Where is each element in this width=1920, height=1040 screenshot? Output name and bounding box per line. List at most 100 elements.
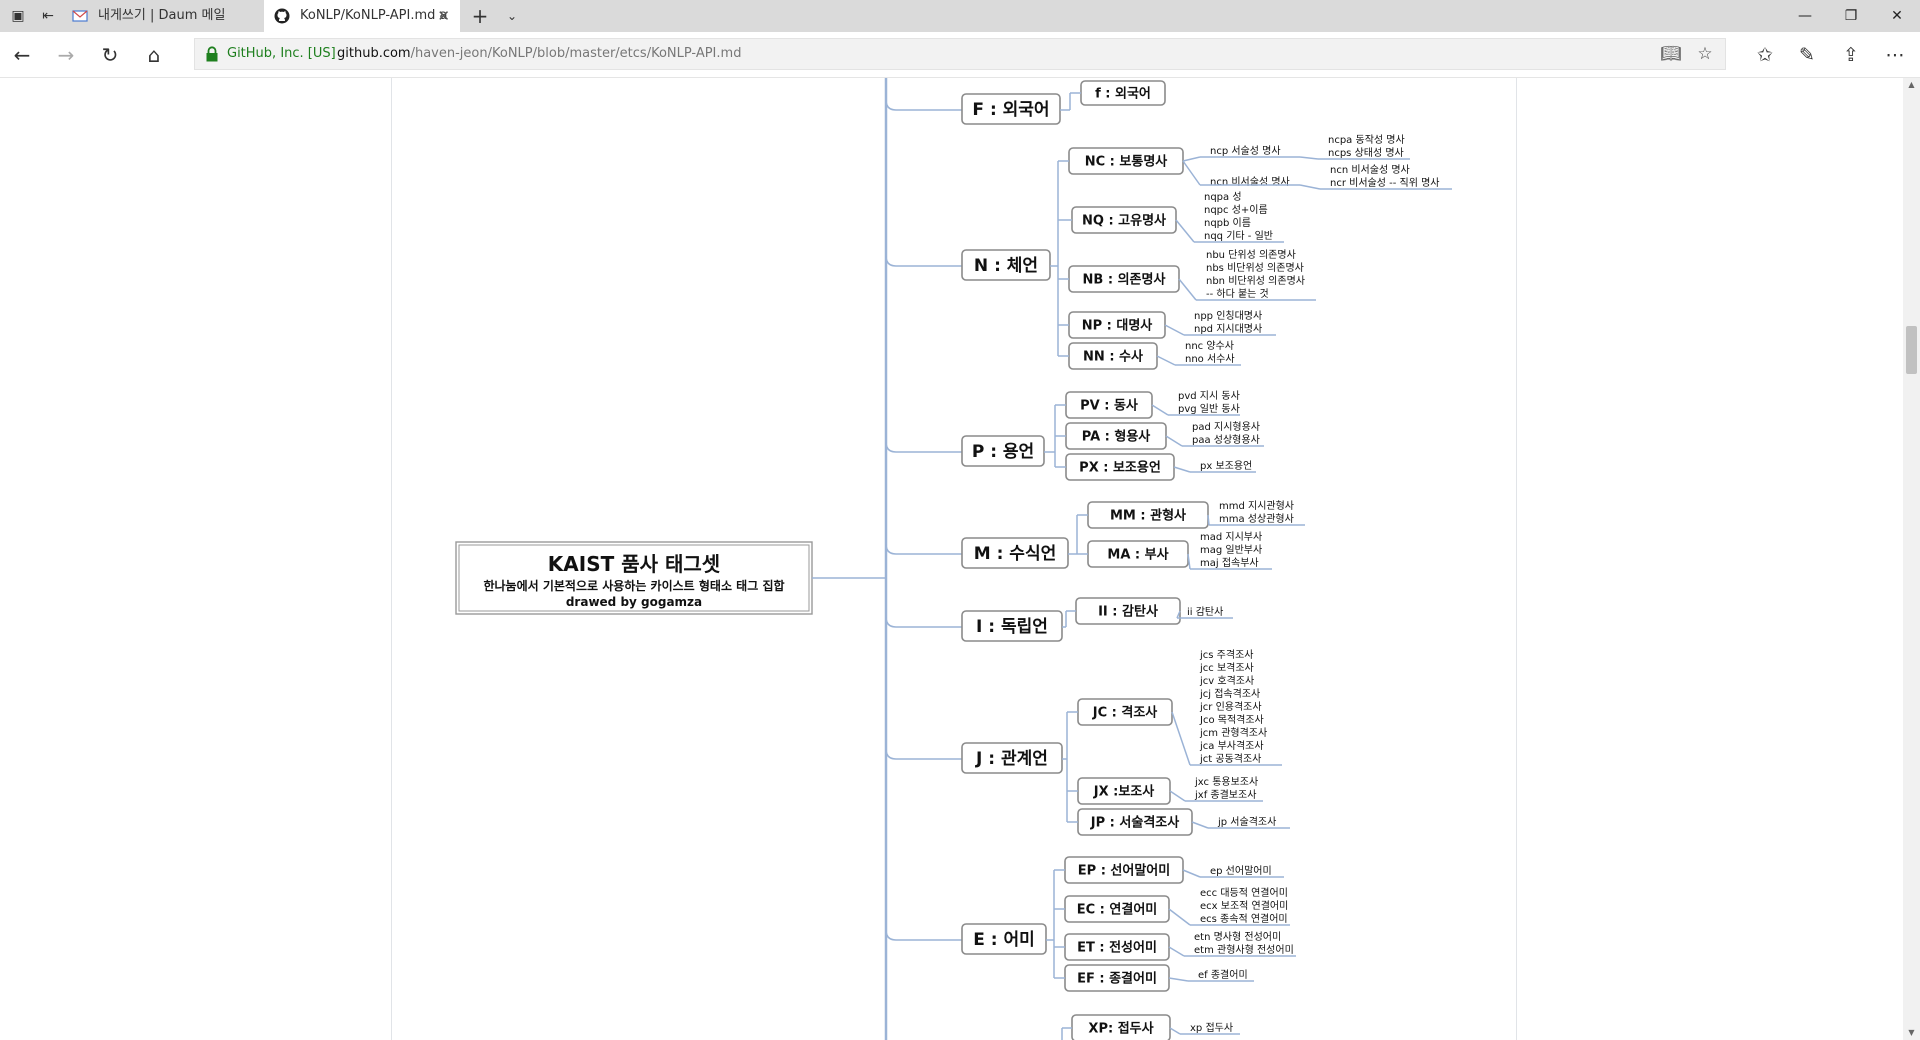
forward-icon[interactable]: → <box>57 43 75 67</box>
reading-view-icon[interactable]: 📖︎ <box>1660 44 1682 64</box>
tag-text: jca 부사격조사 <box>1199 739 1264 752</box>
home-icon[interactable]: ⌂ <box>147 43 161 67</box>
url-text[interactable]: github.com/haven-jeon/KoNLP/blob/master/… <box>337 46 742 61</box>
tag-text: etn 명사형 전성어미 <box>1194 931 1281 943</box>
branch-connector <box>885 99 962 111</box>
sub-box-3-1-label: MA : 부사 <box>1107 547 1168 563</box>
root-title: KAIST 품사 태그셋 <box>548 552 720 576</box>
root-inner-box <box>458 544 810 612</box>
tag-text: -- 하다 붙는 것 <box>1206 287 1269 300</box>
branch-4-label: I : 독립언 <box>976 617 1048 637</box>
tab-actions-icon[interactable]: ▣ <box>11 8 25 24</box>
sub-box-1-2-label: NB : 의존명사 <box>1083 272 1166 288</box>
branch-connector <box>885 255 962 267</box>
refresh-icon[interactable]: ↻ <box>101 43 119 67</box>
vertical-scrollbar[interactable]: ▲ ▼ <box>1903 78 1920 1040</box>
tag-text: jcj 접속격조사 <box>1199 687 1260 700</box>
more-menu-icon[interactable]: ⋯ <box>1885 44 1905 66</box>
tab-preview-chevron-icon[interactable]: ⌄ <box>506 9 518 23</box>
close-tab-icon[interactable]: ✕ <box>437 7 450 25</box>
tag-text: jxc 통용보조사 <box>1194 776 1258 788</box>
tag-text: mad 지시부사 <box>1200 531 1262 543</box>
sub-box-0-0-label: f : 외국어 <box>1095 86 1151 102</box>
sub-box-6-3-label: EF : 종결어미 <box>1077 971 1157 987</box>
scroll-down-icon[interactable]: ▼ <box>1908 1028 1915 1037</box>
github-icon <box>274 8 290 24</box>
tag-text: mmd 지시관형사 <box>1219 500 1294 512</box>
tab-bar: ▣ ⇤ 내게쓰기 | Daum 메일 KoNLP/KoNLP-API.md a … <box>0 0 1920 32</box>
close-window-icon[interactable]: ✕ <box>1891 8 1903 24</box>
mail-icon <box>72 10 88 22</box>
web-note-pen-icon[interactable]: ✎ <box>1799 44 1815 66</box>
tag-text: npd 지시대명사 <box>1194 323 1262 335</box>
sub-box-5-0-label: JC : 격조사 <box>1092 705 1158 721</box>
branch-5 <box>961 742 1063 774</box>
tag-text: mag 일반부사 <box>1200 544 1262 556</box>
sub-box-1-4-label: NN : 수사 <box>1083 349 1143 365</box>
site-identity[interactable]: GitHub, Inc. [US] <box>227 46 336 61</box>
set-aside-tabs-icon[interactable]: ⇤ <box>42 8 54 24</box>
branch-2-label: P : 용언 <box>972 442 1034 462</box>
tag-text: px 보조용언 <box>1200 460 1252 472</box>
root-subtitle: 한나눔에서 기본적으로 사용하는 카이스트 형태소 태그 집합 <box>483 578 784 593</box>
tag-text: nno 서수사 <box>1185 353 1235 365</box>
branch-connector <box>885 748 962 760</box>
share-icon[interactable]: ⇪ <box>1843 44 1859 66</box>
address-bar[interactable]: GitHub, Inc. [US] github.com/haven-jeon/… <box>194 38 1726 70</box>
tag-text: nqpb 이름 <box>1204 217 1251 229</box>
branch-4 <box>961 610 1063 642</box>
sub-box-6-0-label: EP : 선어말어미 <box>1078 863 1170 879</box>
tag-text: ef 종결어미 <box>1198 969 1248 981</box>
scroll-up-icon[interactable]: ▲ <box>1908 80 1915 89</box>
new-tab-icon[interactable]: + <box>471 4 489 28</box>
tag-text: ii 감탄사 <box>1187 606 1223 618</box>
tag-text: etm 관형사형 전성어미 <box>1194 944 1294 956</box>
sub-box-2-0-label: PV : 동사 <box>1080 398 1138 414</box>
tag-connector <box>1171 711 1191 766</box>
sub-box-6-1-label: EC : 연결어미 <box>1077 902 1158 918</box>
tag-text: ncp 서술성 명사 <box>1210 145 1281 157</box>
tag-connector <box>1207 514 1210 526</box>
tag-text: jxf 종결보조사 <box>1194 789 1256 801</box>
sub-box-2-1-label: PA : 형용사 <box>1082 429 1151 445</box>
branch-5-label: J : 관계언 <box>975 749 1048 769</box>
tag-text: ncn 비서술성 명사 <box>1210 176 1290 188</box>
tag-text: ep 선어말어미 <box>1210 865 1272 877</box>
tag-connector <box>1169 790 1186 802</box>
favorites-hub-icon[interactable]: ✩ <box>1757 44 1773 66</box>
branch-6-label: E : 어미 <box>973 930 1035 950</box>
tag-connector <box>1168 946 1185 957</box>
root-credit: drawed by gogamza <box>566 595 702 609</box>
tab-konlp-api[interactable]: KoNLP/KoNLP-API.md a ✕ <box>264 0 460 32</box>
tag-connector <box>1169 1027 1181 1035</box>
minimize-icon[interactable]: — <box>1798 8 1812 24</box>
tag-text: jcr 인용격조사 <box>1199 700 1262 713</box>
tag-text: ncr 비서술성 -- 직위 명사 <box>1330 176 1439 189</box>
tag-text: pvg 일반 동사 <box>1178 403 1240 415</box>
branch-6 <box>961 923 1047 955</box>
tag-text: ecs 종속적 연결어미 <box>1200 913 1288 925</box>
branch-3 <box>961 537 1069 569</box>
tag-text: xp 접두사 <box>1190 1022 1233 1034</box>
branch-0-label: F : 외국어 <box>972 100 1049 120</box>
tab-daum-mail[interactable]: 내게쓰기 | Daum 메일 <box>62 0 262 32</box>
tag-text: nbn 비단위성 의존명사 <box>1206 274 1305 287</box>
scrollbar-thumb[interactable] <box>1906 326 1917 374</box>
tag-text: nqpa 성 <box>1204 191 1242 203</box>
tag-text: jp 서술격조사 <box>1217 815 1276 828</box>
favorite-star-icon[interactable]: ☆ <box>1697 44 1713 64</box>
back-icon[interactable]: ← <box>13 43 31 67</box>
sub-box-6-2-label: ET : 전성어미 <box>1077 940 1157 956</box>
sub-box-5-2-label: JP : 서술격조사 <box>1090 815 1179 831</box>
tab-title: KoNLP/KoNLP-API.md a <box>300 8 448 23</box>
tag-connector <box>1182 869 1201 878</box>
tag-text: jcs 주격조사 <box>1199 648 1253 661</box>
tag-text: mma 성상관형사 <box>1219 513 1294 525</box>
tag-connector <box>1168 908 1191 926</box>
sub-box-5-1-label: JX :보조사 <box>1093 784 1155 800</box>
tag-connector <box>1173 466 1191 473</box>
tag-connector <box>1165 435 1183 447</box>
restore-icon[interactable]: ❐ <box>1844 8 1858 24</box>
